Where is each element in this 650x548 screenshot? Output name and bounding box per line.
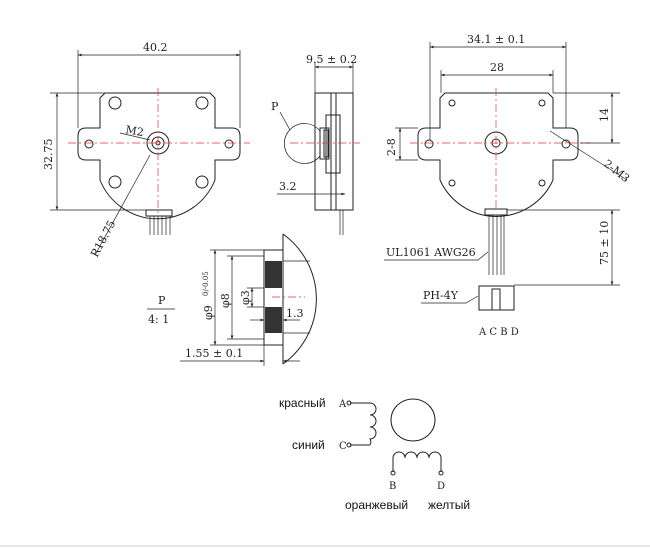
wire-spec-label: UL1061 AWG26: [386, 246, 476, 259]
outer-dia-dim: φ9: [202, 305, 215, 320]
side-view: 9.5 ± 0.2 P 3.2: [271, 53, 360, 235]
pin-order: A C B D: [478, 327, 519, 338]
wire-color-d: желтый: [428, 498, 470, 512]
wire-color-c: синий: [292, 438, 325, 452]
wire-color-a: красный: [279, 396, 326, 410]
mid-dia-dim: φ8: [219, 293, 232, 308]
pin-d-label: D: [437, 481, 445, 492]
ear-height-dim: 2-8: [385, 138, 398, 156]
pin-b-label: B: [389, 481, 396, 492]
hole-span-dim: 28: [490, 61, 504, 74]
thickness-dim: 9.5 ± 0.2: [306, 53, 357, 66]
detail-p-label: P: [158, 294, 166, 307]
rear-view: 34.1 ± 0.1 28 14 2-8 2-M3 75 ± 10 UL1061…: [384, 33, 632, 338]
radius-dim: R18.75: [88, 218, 118, 259]
ear-span-dim: 34.1 ± 0.1: [467, 33, 525, 46]
screw-icon: [108, 96, 209, 189]
thread-label: M2: [124, 123, 144, 139]
width-dim: 40.2: [143, 41, 168, 54]
shaft-dim: 3.2: [279, 180, 297, 193]
mount-holes-label: 2-M3: [601, 157, 632, 185]
detail-p-view: φ9 0/-0.05 φ8 φ3 1.3 1.55 ± 0.1 P 4: 1: [147, 233, 317, 366]
front-view: 40.2 32.75 M2 R18.75: [42, 41, 250, 259]
pin-a-label: A: [338, 399, 347, 410]
detail-label: P: [271, 100, 279, 113]
depth-dim: 1.3: [286, 307, 304, 320]
outer-dia-tolerance: 0/-0.05: [202, 271, 210, 296]
wire-color-b: оранжевый: [345, 498, 408, 512]
offset-dim: 14: [598, 108, 611, 122]
connector-label: PH-4Y: [423, 289, 459, 302]
height-dim: 32.75: [42, 139, 55, 171]
detail-scale: 4: 1: [148, 313, 169, 326]
cable-length-dim: 75 ± 10: [598, 221, 611, 265]
length-dim: 1.55 ± 0.1: [185, 347, 243, 360]
pin-c-label: C: [339, 441, 347, 452]
wiring-diagram: A C B D красный синий оранжевый желтый: [279, 396, 470, 512]
bore-dia-dim: φ3: [239, 290, 252, 305]
